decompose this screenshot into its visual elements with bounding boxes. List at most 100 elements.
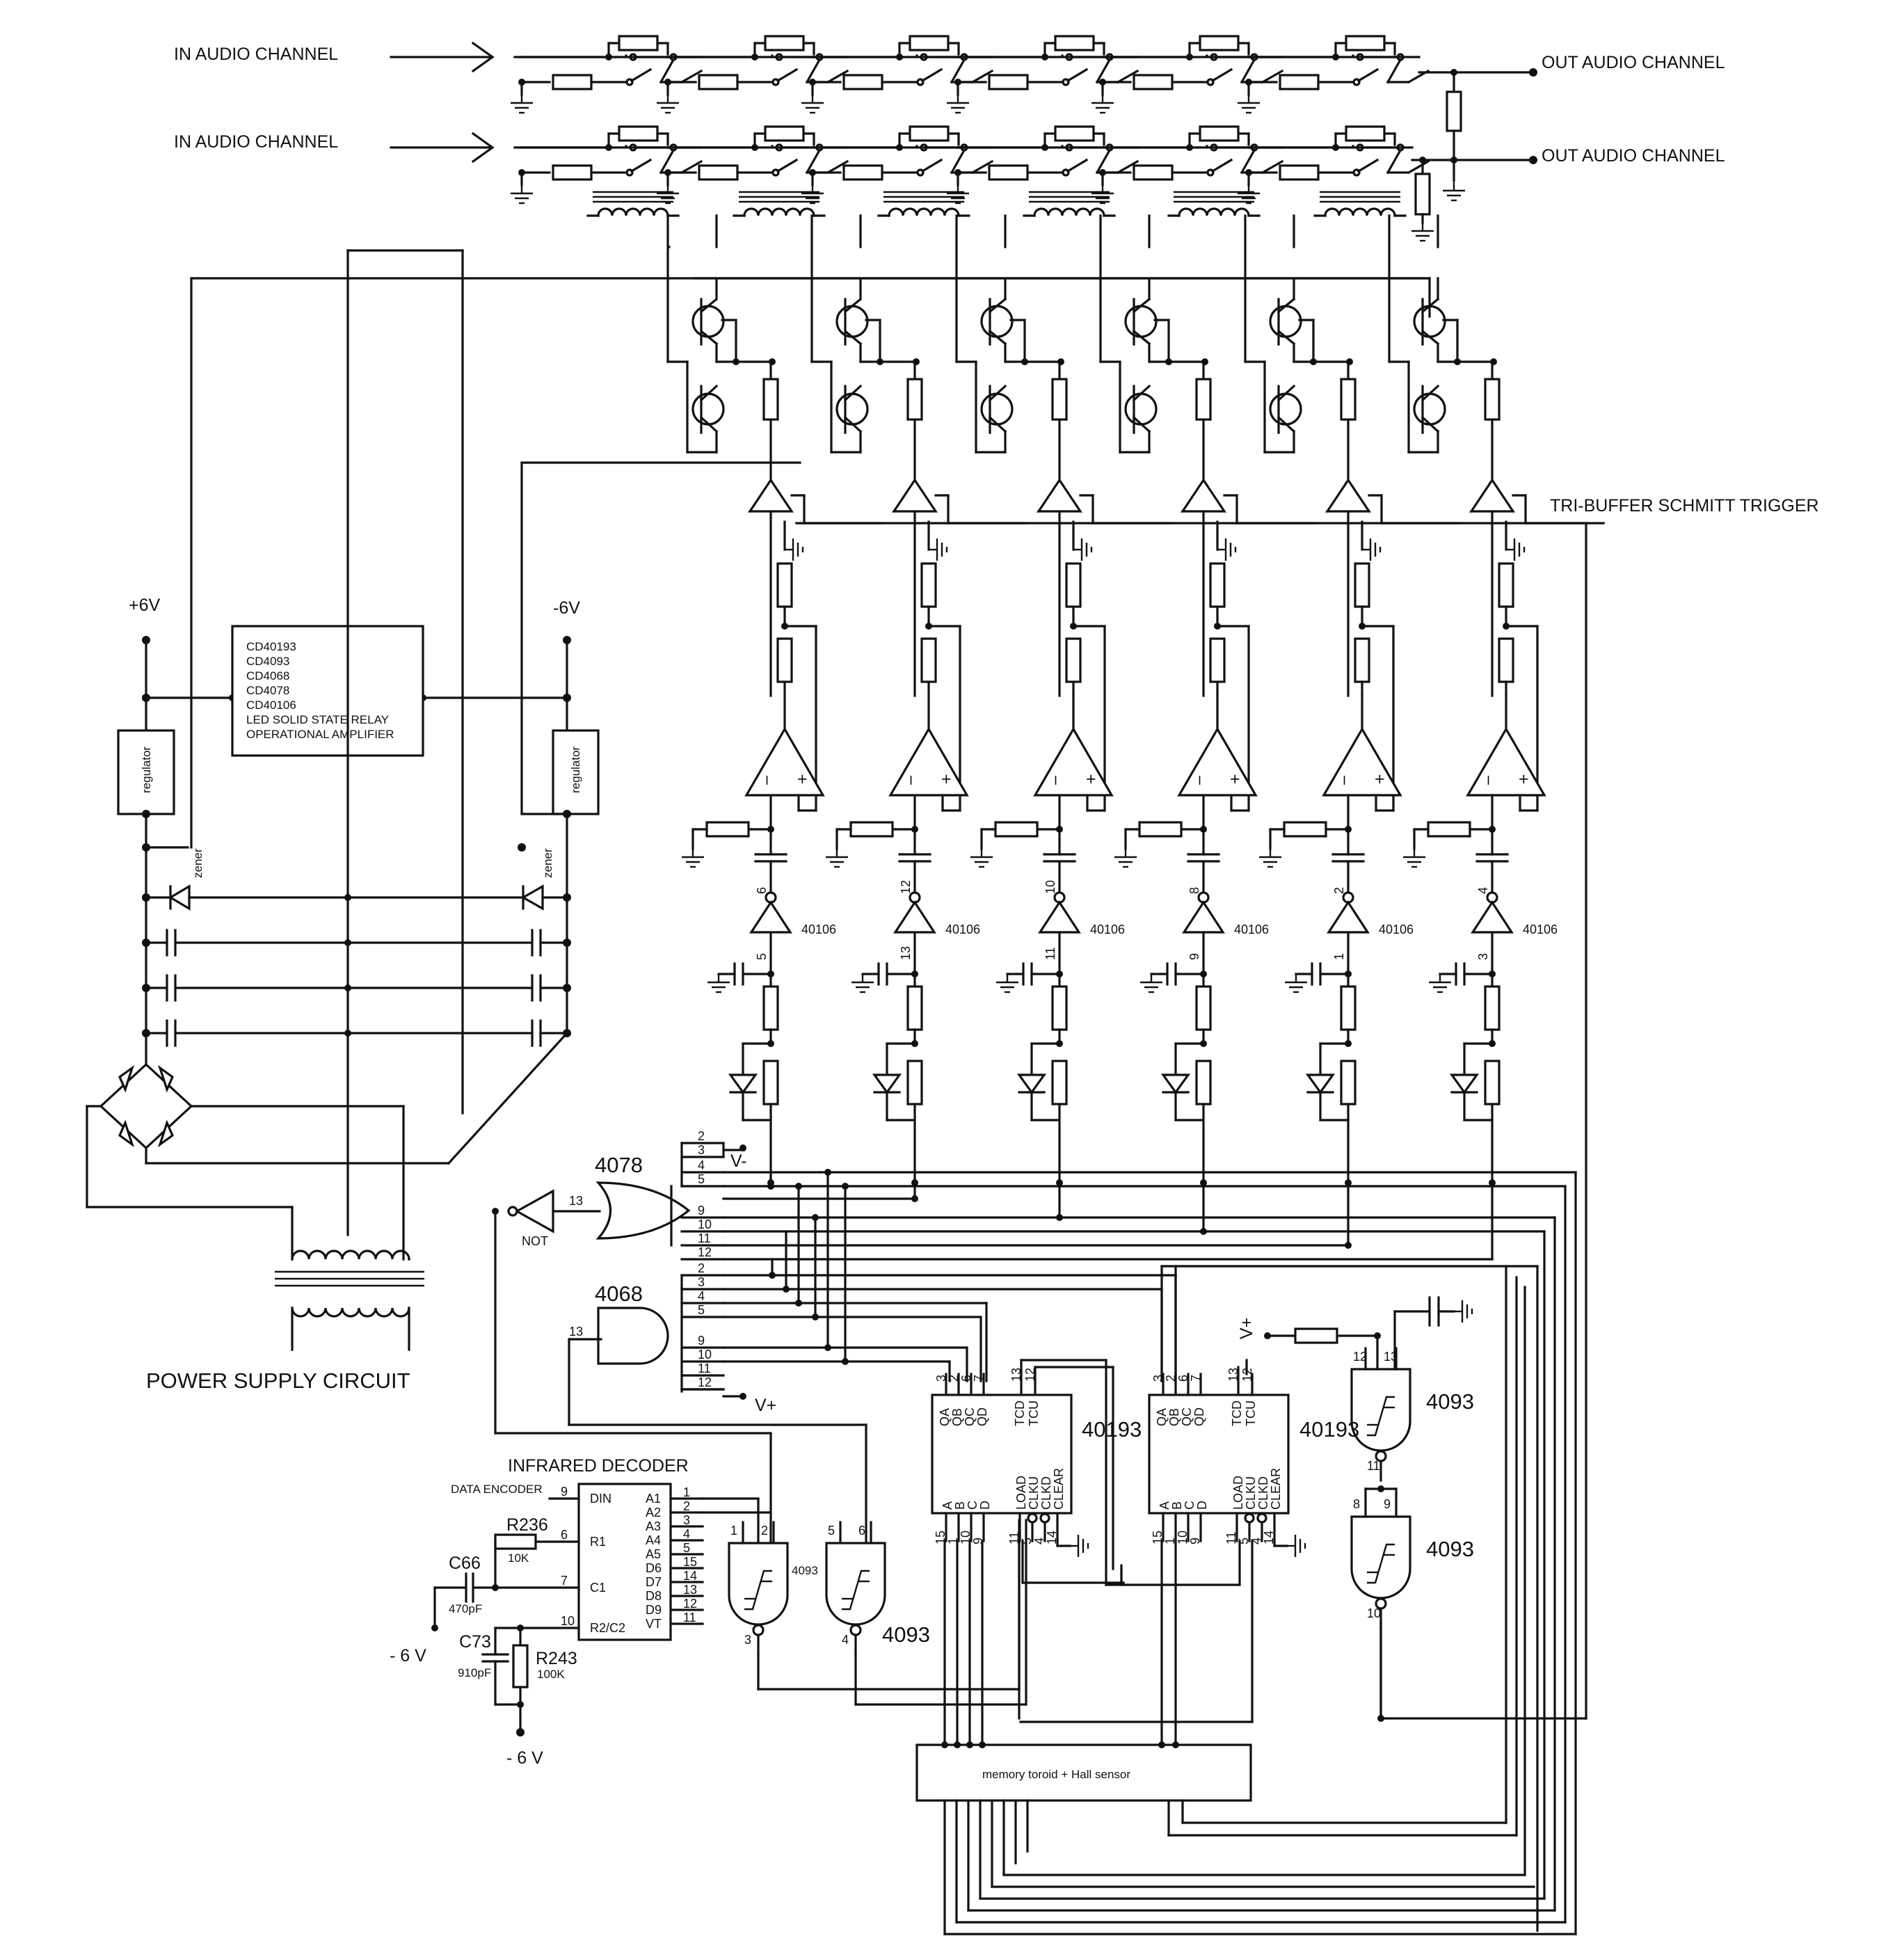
inv-in-pin-3: 11 bbox=[1043, 947, 1057, 960]
svg-text:4: 4 bbox=[1032, 1538, 1046, 1544]
gate4068-pin-2: 2 bbox=[680, 1261, 725, 1277]
svg-text:CLEAR: CLEAR bbox=[1269, 1468, 1283, 1510]
svg-text:R2/C2: R2/C2 bbox=[590, 1621, 625, 1635]
c66-label: C66 bbox=[449, 1554, 481, 1573]
svg-text:D: D bbox=[1195, 1501, 1209, 1510]
ic-list-item: CD4093 bbox=[246, 655, 289, 668]
svg-text:1: 1 bbox=[946, 1538, 960, 1544]
svg-text:5: 5 bbox=[1237, 1538, 1251, 1544]
svg-text:9: 9 bbox=[698, 1204, 705, 1218]
v-plus-label: V+ bbox=[755, 1396, 776, 1415]
svg-text:14: 14 bbox=[683, 1569, 697, 1583]
c73-label: C73 bbox=[459, 1632, 491, 1652]
svg-text:A4: A4 bbox=[646, 1533, 661, 1547]
neg-6v-label-2: - 6 V bbox=[506, 1748, 543, 1768]
svg-text:4093: 4093 bbox=[882, 1622, 930, 1647]
svg-text:C: C bbox=[966, 1501, 979, 1510]
svg-text:3: 3 bbox=[683, 1513, 690, 1527]
svg-text:C1: C1 bbox=[590, 1581, 606, 1595]
svg-text:9: 9 bbox=[698, 1334, 705, 1348]
svg-text:3: 3 bbox=[1151, 1375, 1165, 1382]
memory-label: memory toroid + Hall sensor bbox=[982, 1768, 1130, 1781]
relay-stage-1 bbox=[509, 35, 703, 217]
inverter-label-6: 40106 bbox=[1523, 923, 1558, 936]
svg-text:10: 10 bbox=[1176, 1531, 1190, 1544]
svg-text:2: 2 bbox=[1164, 1375, 1178, 1382]
svg-text:6: 6 bbox=[1176, 1375, 1190, 1382]
svg-text:D: D bbox=[978, 1501, 992, 1510]
svg-text:11: 11 bbox=[1367, 1459, 1380, 1473]
inverter-label-4: 40106 bbox=[1234, 923, 1269, 936]
regulator-left-label: regulator bbox=[140, 747, 153, 793]
svg-text:7: 7 bbox=[1189, 1375, 1203, 1382]
ic-list-item: OPERATIONAL AMPLIFIER bbox=[246, 728, 394, 741]
svg-text:7: 7 bbox=[972, 1375, 986, 1382]
svg-text:QA: QA bbox=[938, 1408, 952, 1426]
svg-text:11: 11 bbox=[1224, 1531, 1238, 1544]
svg-text:LOAD: LOAD bbox=[1231, 1476, 1245, 1510]
svg-text:5: 5 bbox=[683, 1541, 690, 1555]
svg-text:TCU: TCU bbox=[1244, 1400, 1258, 1426]
pin-4078-out: 13 bbox=[569, 1194, 583, 1208]
gate4078-pin-3: 3 bbox=[680, 1143, 725, 1158]
data-encoder-label: DATA ENCODER bbox=[451, 1483, 543, 1496]
out-audio-label-1: OUT AUDIO CHANNEL bbox=[1542, 53, 1725, 72]
svg-text:11: 11 bbox=[683, 1611, 696, 1624]
decoder-left-pin-3: C17 bbox=[561, 1574, 606, 1595]
svg-text:5: 5 bbox=[1020, 1538, 1034, 1544]
gate4078-pin-12: 12 bbox=[680, 1245, 725, 1261]
r236-value: 10K bbox=[508, 1551, 529, 1565]
gate4068-pin-10: 10 bbox=[680, 1348, 725, 1363]
regulator-right: regulator bbox=[552, 729, 600, 815]
counter-40193-2: QA3QB2QC6QD7TCD13TCU12A15B1C10D9LOAD11CL… bbox=[1148, 1368, 1359, 1558]
opamp-minus-6: I bbox=[1487, 774, 1490, 788]
inv-in-pin-2: 13 bbox=[899, 946, 913, 960]
svg-text:13: 13 bbox=[1226, 1368, 1240, 1382]
svg-text:9: 9 bbox=[1188, 1538, 1202, 1544]
svg-text:2: 2 bbox=[683, 1499, 690, 1513]
svg-text:A: A bbox=[941, 1501, 954, 1510]
svg-text:D9: D9 bbox=[646, 1603, 662, 1617]
svg-text:D8: D8 bbox=[646, 1589, 662, 1603]
inverter-label-3: 40106 bbox=[1090, 923, 1125, 936]
svg-text:TCU: TCU bbox=[1027, 1400, 1041, 1426]
opamp-plus-5: + bbox=[1375, 769, 1385, 789]
opamp-plus-4: + bbox=[1230, 769, 1240, 789]
r236-label: R236 bbox=[506, 1515, 548, 1535]
ic-list-item: CD40106 bbox=[246, 698, 296, 712]
svg-text:4: 4 bbox=[842, 1633, 849, 1647]
audio-switch-section: IN AUDIO CHANNEL IN AUDIO CHANNEL OUT AU… bbox=[174, 35, 1725, 242]
in-arrow-1 bbox=[390, 41, 495, 73]
power-supply-title: POWER SUPPLY CIRCUIT bbox=[146, 1368, 410, 1393]
not-gate: NOT bbox=[492, 1189, 554, 1248]
svg-text:9: 9 bbox=[561, 1485, 568, 1499]
bridge-rectifier bbox=[86, 1031, 569, 1261]
counters-40193: QA3QB2QC6QD7TCD13TCU12A15B1C10D9LOAD11CL… bbox=[931, 1359, 1359, 1723]
svg-text:A2: A2 bbox=[646, 1506, 661, 1519]
svg-text:10: 10 bbox=[561, 1614, 575, 1628]
opamp-plus-3: + bbox=[1086, 769, 1096, 789]
svg-text:2: 2 bbox=[761, 1524, 768, 1538]
svg-text:2: 2 bbox=[947, 1375, 961, 1382]
gate-4068-label: 4068 bbox=[595, 1282, 643, 1306]
gate4068-pin-5: 5 bbox=[680, 1303, 725, 1318]
svg-text:40193: 40193 bbox=[1299, 1417, 1359, 1442]
memory-module: memory toroid + Hall sensor bbox=[915, 1743, 1252, 1802]
svg-text:6: 6 bbox=[858, 1524, 865, 1538]
svg-text:13: 13 bbox=[1009, 1368, 1023, 1382]
in-arrow-2 bbox=[390, 131, 495, 163]
svg-text:15: 15 bbox=[683, 1555, 697, 1569]
